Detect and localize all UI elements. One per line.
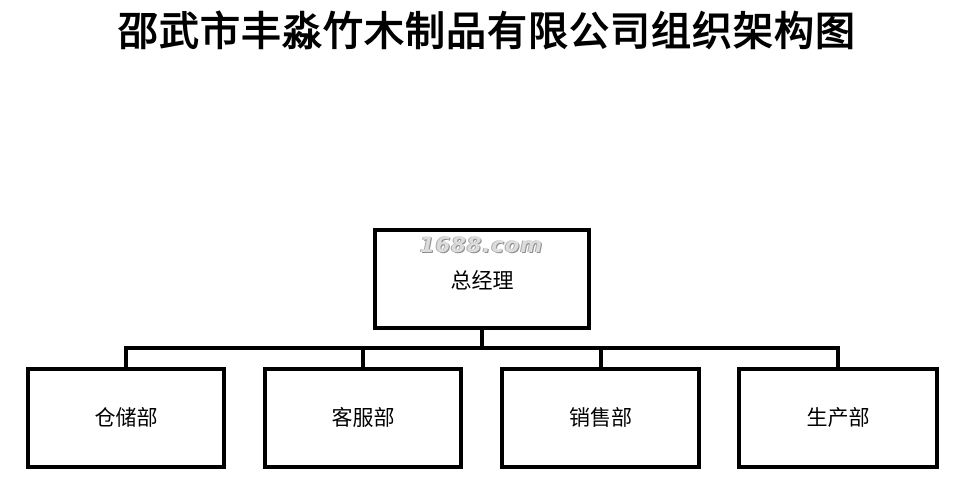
department-node-customer-service: 客服部 [263,367,463,469]
department-label: 销售部 [569,406,632,430]
general-manager-label: 总经理 [450,269,514,293]
branch-line-production [836,346,840,370]
department-label: 仓储部 [94,406,158,430]
department-label: 客服部 [331,406,395,430]
branch-line-warehouse [124,346,128,370]
general-manager-node: 总经理 [373,228,591,330]
department-node-warehouse: 仓储部 [26,367,226,469]
horizontal-connector-line [124,346,840,350]
root-connector-line [480,327,484,348]
department-label: 生产部 [806,406,870,430]
department-node-production: 生产部 [737,367,939,469]
department-node-sales: 销售部 [500,367,701,469]
chart-title: 邵武市丰淼竹木制品有限公司组织架构图 [118,8,856,55]
branch-line-customer-service [361,346,365,370]
branch-line-sales [599,346,603,370]
watermark-logo: 1688.com [420,233,544,257]
